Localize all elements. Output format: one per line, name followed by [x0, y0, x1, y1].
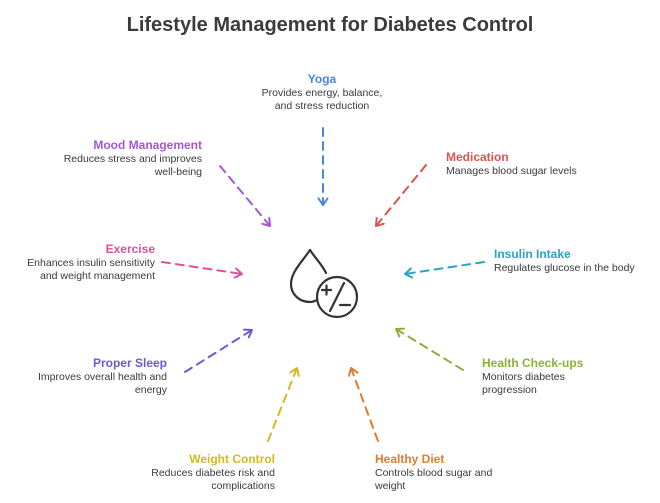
arrow-healthy-diet — [348, 367, 379, 442]
arrow-exercise — [161, 261, 243, 279]
arrow-yoga — [317, 127, 329, 206]
node-label: Mood Management — [93, 138, 202, 152]
node-mood-management: Mood Management Reduces stress and impro… — [50, 138, 202, 178]
node-label: Health Check-ups — [482, 356, 584, 370]
node-description: Controls blood sugar and weight — [375, 467, 493, 492]
node-description: Provides energy, balance, and stress red… — [261, 87, 383, 112]
arrow-proper-sleep — [184, 328, 253, 373]
node-description: Reduces diabetes risk and complications — [151, 467, 275, 492]
node-label: Healthy Diet — [375, 452, 445, 466]
diagram-title: Lifestyle Management for Diabetes Contro… — [126, 14, 534, 36]
node-label: Weight Control — [189, 452, 275, 466]
arrow-insulin-intake — [404, 261, 485, 279]
node-description: Reduces stress and improves well-being — [63, 153, 202, 178]
node-weight-control: Weight Control Reduces diabetes risk and… — [140, 452, 275, 492]
node-medication: Medication Manages blood sugar levels — [446, 150, 626, 178]
node-yoga: Yoga Provides energy, balance, and stres… — [222, 72, 422, 112]
arrow-mood-management — [219, 165, 271, 227]
glucose-drop-plus-minus-icon — [289, 248, 359, 319]
arrow-health-check-ups — [395, 327, 464, 371]
node-insulin-intake: Insulin Intake Regulates glucose in the … — [494, 247, 654, 275]
node-description: Monitors diabetes progression — [482, 371, 565, 396]
node-label: Insulin Intake — [494, 247, 571, 261]
node-label: Proper Sleep — [92, 356, 167, 370]
arrow-medication — [375, 164, 427, 227]
node-label: Medication — [446, 150, 509, 164]
node-label: Exercise — [105, 242, 155, 256]
node-description: Enhances insulin sensitivity and weight … — [27, 257, 155, 282]
node-healthy-diet: Healthy Diet Controls blood sugar and we… — [375, 452, 505, 492]
node-description: Manages blood sugar levels — [446, 165, 577, 177]
node-exercise: Exercise Enhances insulin sensitivity an… — [18, 242, 155, 282]
node-description: Improves overall health and energy — [38, 371, 167, 396]
node-proper-sleep: Proper Sleep Improves overall health and… — [30, 356, 167, 396]
node-description: Regulates glucose in the body — [494, 262, 635, 274]
arrow-weight-control — [267, 367, 300, 442]
node-label: Yoga — [307, 72, 337, 86]
node-health-check-ups: Health Check-ups Monitors diabetes progr… — [482, 356, 602, 396]
